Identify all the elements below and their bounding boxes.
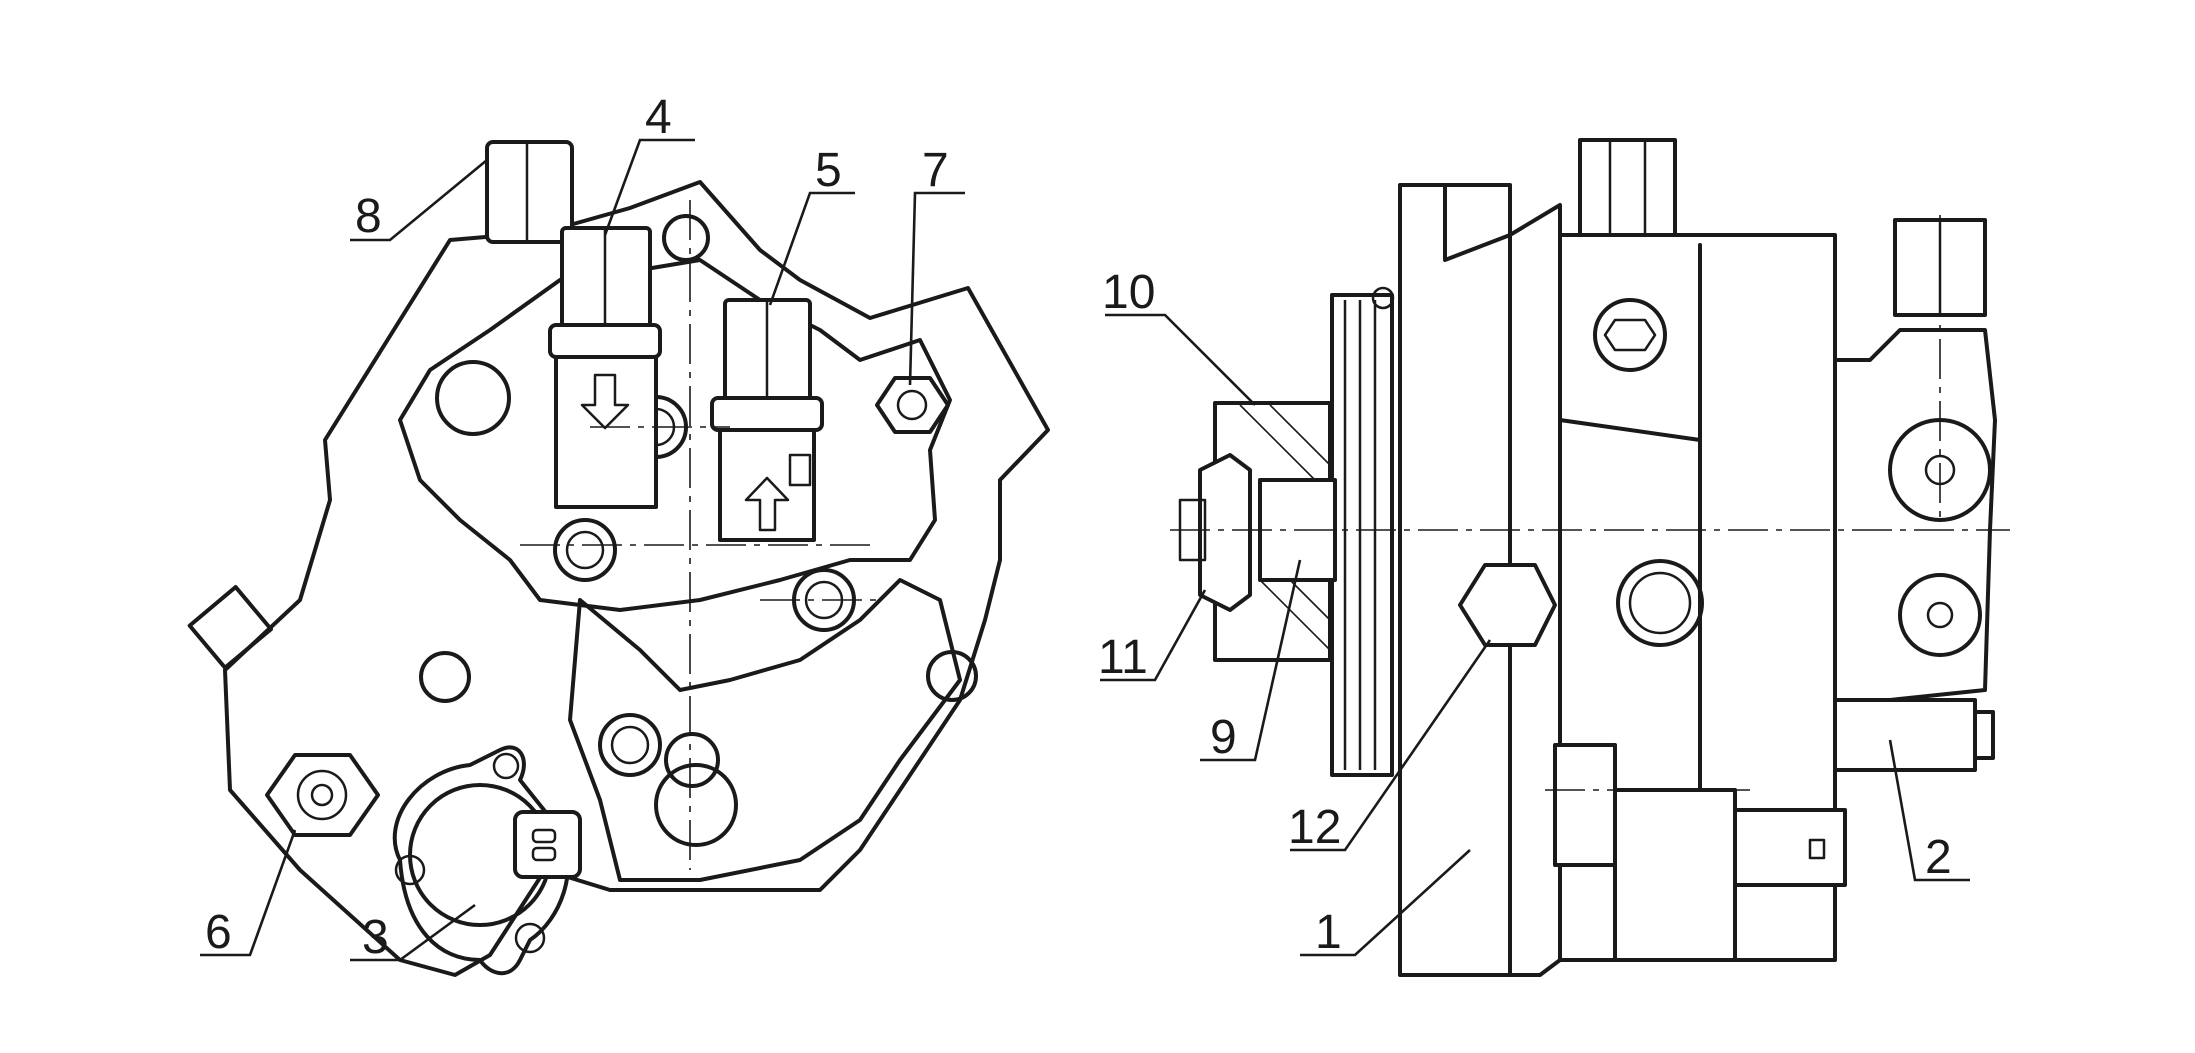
bottom-connector bbox=[1553, 743, 1617, 867]
label-7: 7 bbox=[922, 144, 949, 197]
pipe-2 bbox=[1833, 698, 1977, 772]
pump-body bbox=[1508, 203, 1837, 977]
label-6: 6 bbox=[205, 906, 232, 959]
housing-outline bbox=[223, 180, 1050, 977]
label-1: 1 bbox=[1315, 906, 1342, 959]
bolt-12 bbox=[1458, 563, 1557, 647]
upper-plate bbox=[398, 258, 952, 612]
callout-numbers: 8 4 5 7 6 3 10 11 9 12 1 2 bbox=[205, 91, 1952, 964]
pump-side-view bbox=[1170, 138, 2010, 977]
lower-plate bbox=[568, 578, 962, 882]
top-fitting bbox=[1578, 138, 1677, 237]
port-lower bbox=[1898, 573, 1982, 657]
label-4: 4 bbox=[645, 91, 672, 144]
label-10: 10 bbox=[1102, 266, 1155, 319]
mounting-holes bbox=[419, 214, 978, 847]
label-9: 9 bbox=[1210, 711, 1237, 764]
connector-8 bbox=[485, 140, 574, 244]
pump-front-view bbox=[187, 140, 1050, 977]
sensor-3-plug bbox=[513, 810, 582, 879]
left-boss bbox=[187, 585, 273, 670]
label-3: 3 bbox=[362, 911, 389, 964]
label-11: 11 bbox=[1098, 631, 1148, 684]
nut-7 bbox=[875, 376, 950, 434]
nut-6 bbox=[265, 753, 380, 837]
label-8: 8 bbox=[355, 190, 382, 243]
pulley bbox=[1330, 293, 1394, 777]
nut-11 bbox=[1198, 453, 1252, 612]
label-5: 5 bbox=[815, 144, 842, 197]
label-2: 2 bbox=[1925, 831, 1952, 884]
sensor-3-flange bbox=[392, 745, 570, 976]
label-12: 12 bbox=[1288, 801, 1341, 854]
leader-lines bbox=[200, 138, 1970, 962]
